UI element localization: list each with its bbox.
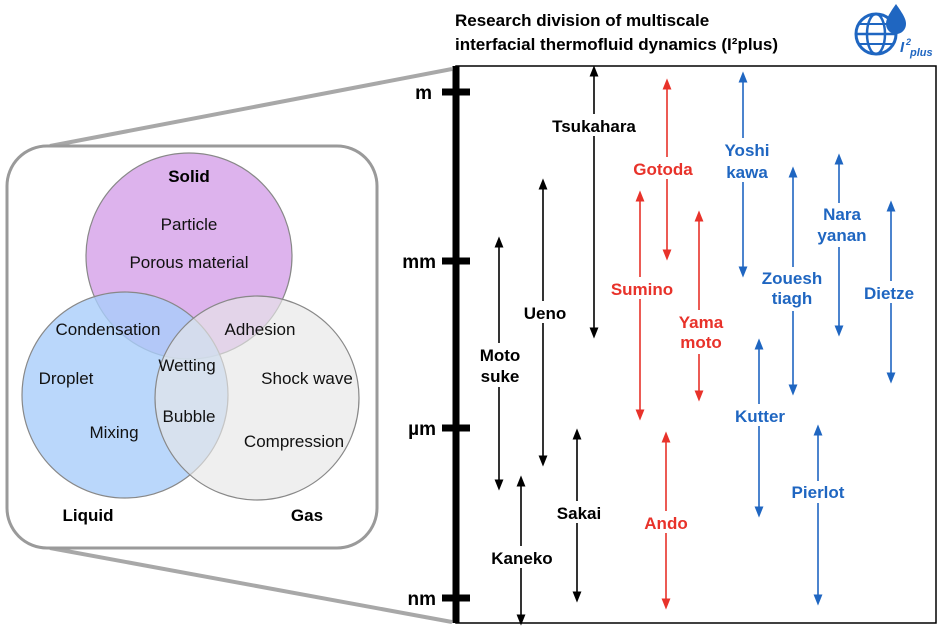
researcher-pierlot: Pierlot bbox=[792, 483, 845, 502]
topic-bubble: Bubble bbox=[163, 407, 216, 426]
venn-diagram bbox=[21, 152, 360, 501]
liquid-topic-mixing: Mixing bbox=[89, 423, 138, 442]
researcher-labels: Tsukahara Ueno Moto suke Kaneko Sakai Go… bbox=[474, 114, 923, 568]
topic-adhesion: Adhesion bbox=[225, 320, 296, 339]
svg-text:plus: plus bbox=[909, 47, 933, 59]
researcher-ando: Ando bbox=[644, 514, 687, 533]
researcher-kaneko: Kaneko bbox=[491, 549, 552, 568]
scale-label-um: µm bbox=[408, 419, 436, 440]
solid-label: Solid bbox=[168, 167, 210, 186]
researcher-yamamoto-line1: Yama bbox=[679, 313, 724, 332]
researcher-tsukahara: Tsukahara bbox=[552, 117, 636, 136]
zoom-connector-bottom bbox=[49, 546, 453, 624]
researcher-motosuke-line2: suke bbox=[481, 367, 520, 386]
scale-label-m: m bbox=[415, 83, 432, 104]
scale-label-mm: mm bbox=[402, 252, 436, 273]
liquid-label: Liquid bbox=[63, 506, 114, 525]
gas-label: Gas bbox=[291, 506, 323, 525]
svg-text:I: I bbox=[900, 39, 905, 56]
gas-circle bbox=[154, 295, 360, 501]
globe-droplet-logo-icon: I 2 plus bbox=[854, 4, 933, 59]
researcher-zoueshtiagh-line2: tiagh bbox=[772, 289, 813, 308]
gas-topic-compression: Compression bbox=[244, 432, 344, 451]
title-line-1: Research division of multiscale bbox=[455, 11, 709, 30]
researcher-dietze: Dietze bbox=[864, 284, 914, 303]
researcher-yamamoto-line2: moto bbox=[680, 333, 722, 352]
title-line-2: interfacial thermofluid dynamics (I²plus… bbox=[455, 35, 778, 54]
liquid-topic-droplet: Droplet bbox=[39, 369, 94, 388]
scale-label-nm: nm bbox=[408, 589, 437, 610]
researcher-ueno: Ueno bbox=[524, 304, 567, 323]
topic-condensation: Condensation bbox=[56, 320, 161, 339]
researcher-sakai: Sakai bbox=[557, 504, 601, 523]
researcher-yoshikawa-line2: kawa bbox=[726, 163, 768, 182]
svg-text:2: 2 bbox=[905, 37, 911, 47]
researcher-yoshikawa-line1: Yoshi bbox=[724, 141, 769, 160]
scale-ticks bbox=[442, 88, 470, 602]
researcher-gotoda: Gotoda bbox=[633, 160, 693, 179]
researcher-motosuke-line1: Moto bbox=[480, 346, 521, 365]
gas-topic-shock-wave: Shock wave bbox=[261, 369, 353, 388]
researcher-narayanan-line1: Nara bbox=[823, 205, 861, 224]
researcher-zoueshtiagh-line1: Zouesh bbox=[762, 269, 822, 288]
solid-topic-particle: Particle bbox=[161, 215, 218, 234]
topic-wetting: Wetting bbox=[158, 356, 215, 375]
solid-topic-porous: Porous material bbox=[129, 253, 248, 272]
researcher-kutter: Kutter bbox=[735, 407, 785, 426]
researcher-narayanan-line2: yanan bbox=[817, 226, 866, 245]
researcher-sumino: Sumino bbox=[611, 280, 673, 299]
zoom-connector-top bbox=[49, 67, 453, 148]
